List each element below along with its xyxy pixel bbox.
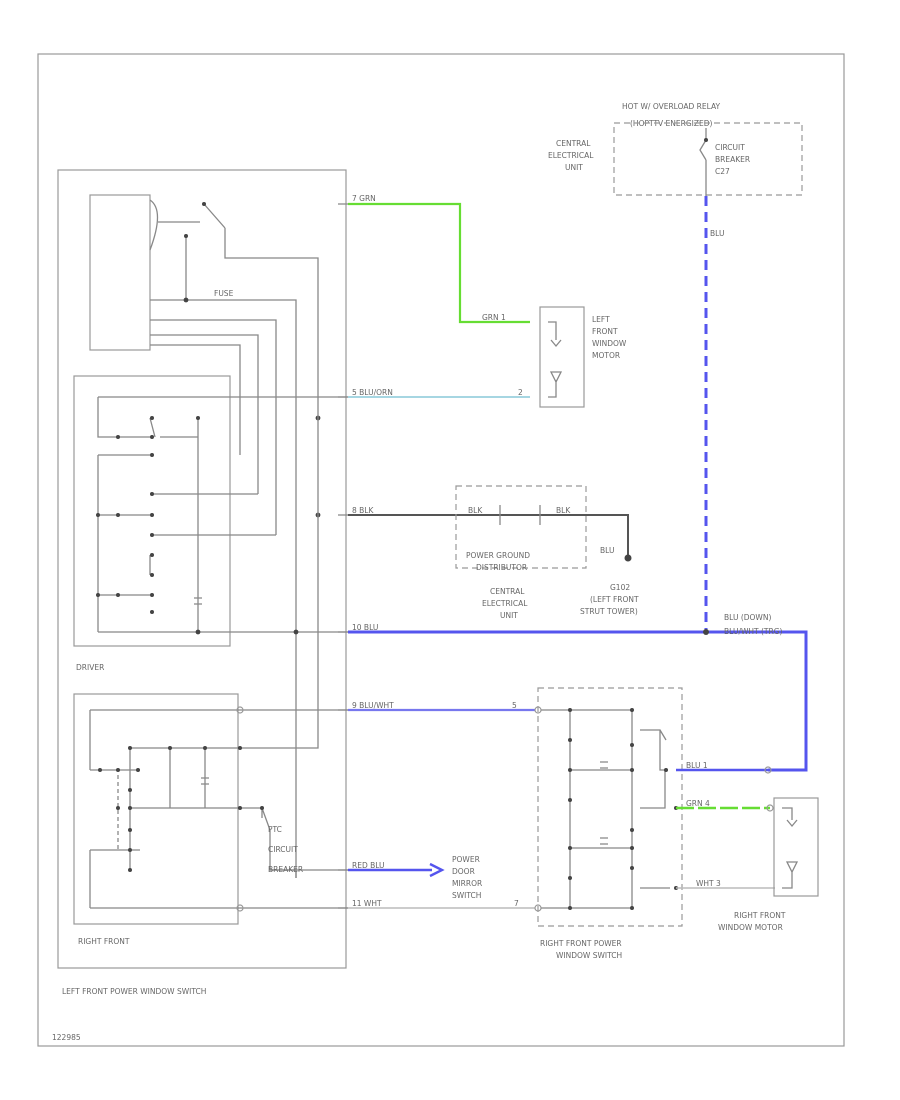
ground-label-2: (LEFT FRONT [590,595,639,604]
central-unit-label-2: ELECTRICAL [548,151,594,160]
wire-w4: 10 BLU [352,623,378,632]
hot-relay-caption-2: (HOPTTV ENERGIZED) [630,119,713,128]
central-unit-mid-3: UNIT [500,611,518,620]
grn-wire-left-motor [348,202,530,324]
diagram-frame [37,53,845,1047]
rf-motor-label-2: WINDOW MOTOR [718,923,783,932]
rf-wire-4: WHT 3 [696,879,721,888]
right-front-motor [773,797,819,897]
wire-w5: 9 BLU/WHT [352,701,394,710]
driver-switch-box [73,375,231,647]
right-front-label: RIGHT FRONT [78,937,130,946]
rf-switch-label-1: RIGHT FRONT POWER [540,939,622,948]
rf-wire-1: 5 [512,701,517,710]
wire-m1: GRN 1 [482,313,506,322]
wire-w6: RED BLU [352,861,385,870]
power-ground-label-2: DISTRIBUTOR [476,563,527,572]
ptc-breaker-2: CIRCUIT [268,845,298,854]
wire-w3: 8 BLK [352,506,374,515]
hot-relay-caption: HOT W/ OVERLOAD RELAY [622,102,721,111]
wire-w2: 5 BLU/ORN [352,388,393,397]
blk-ground-wire [348,514,629,555]
circuit-breaker-label-2: BREAKER [715,155,750,164]
left-motor-label-1: LEFT [592,315,610,324]
housing-connector-pins [338,203,348,909]
lf-switch-label: LEFT FRONT POWER WINDOW SWITCH [62,987,206,996]
mirror-label-3: MIRROR [452,879,482,888]
driver-label: DRIVER [76,663,104,672]
rf-power-switch-box [537,687,683,927]
pg-wire-1: BLK [468,506,483,515]
ptc-breaker-3: BREAKER [268,865,303,874]
wire-m2: 2 [518,388,523,397]
left-motor-label-3: WINDOW [592,339,627,348]
rf-wire-3: GRN 4 [686,799,710,808]
fuse-label: FUSE [214,289,234,298]
rf-motor-label-1: RIGHT FRONT [734,911,786,920]
power-ground-distributor [455,485,587,569]
master-relay-box [89,194,151,351]
blu-down-2: BLU/WHT (TRG) [724,627,783,636]
rf-switch-label-2: WINDOW SWITCH [556,951,622,960]
left-motor-label-2: FRONT [592,327,618,336]
ptc-breaker-1: PTC [268,825,282,834]
central-unit-label-3: UNIT [565,163,583,172]
central-unit-mid-2: ELECTRICAL [482,599,528,608]
central-unit-label-1: CENTRAL [556,139,591,148]
left-front-motor [539,306,585,408]
lf-switch-housing [57,169,347,969]
hot-relay-unit: HOT W/ OVERLOAD RELAY (HOPTTV ENERGIZED)… [548,102,803,196]
pg-wire-2: BLK [556,506,571,515]
rf-wire-5: 7 [514,899,519,908]
central-unit-box [613,122,803,196]
circuit-breaker-label-3: C27 [715,167,730,176]
ground-blu-label: BLU [600,546,614,555]
red-blu-arrow [429,862,445,878]
blu-down-1: BLU (DOWN) [724,613,771,622]
mirror-label-1: POWER [452,855,480,864]
power-ground-label-1: POWER GROUND [466,551,530,560]
central-unit-mid-1: CENTRAL [490,587,525,596]
ground-label-1: G102 [610,583,630,592]
mirror-label-4: SWITCH [452,891,481,900]
blu-vert-label: BLU [710,229,724,238]
ground-g102-dot [624,554,632,562]
right-front-switch-box [73,693,239,925]
left-motor-label-4: MOTOR [592,351,620,360]
ground-label-3: STRUT TOWER) [580,607,638,616]
wire-w7: 11 WHT [352,899,382,908]
rf-wire-2: BLU 1 [686,761,708,770]
circuit-breaker-symbol [699,128,707,196]
mirror-label-2: DOOR [452,867,475,876]
circuit-breaker-label-1: CIRCUIT [715,143,745,152]
blu-main-wire [348,630,808,772]
page-code: 122985 [52,1033,81,1042]
wire-w1: 7 GRN [352,194,376,203]
